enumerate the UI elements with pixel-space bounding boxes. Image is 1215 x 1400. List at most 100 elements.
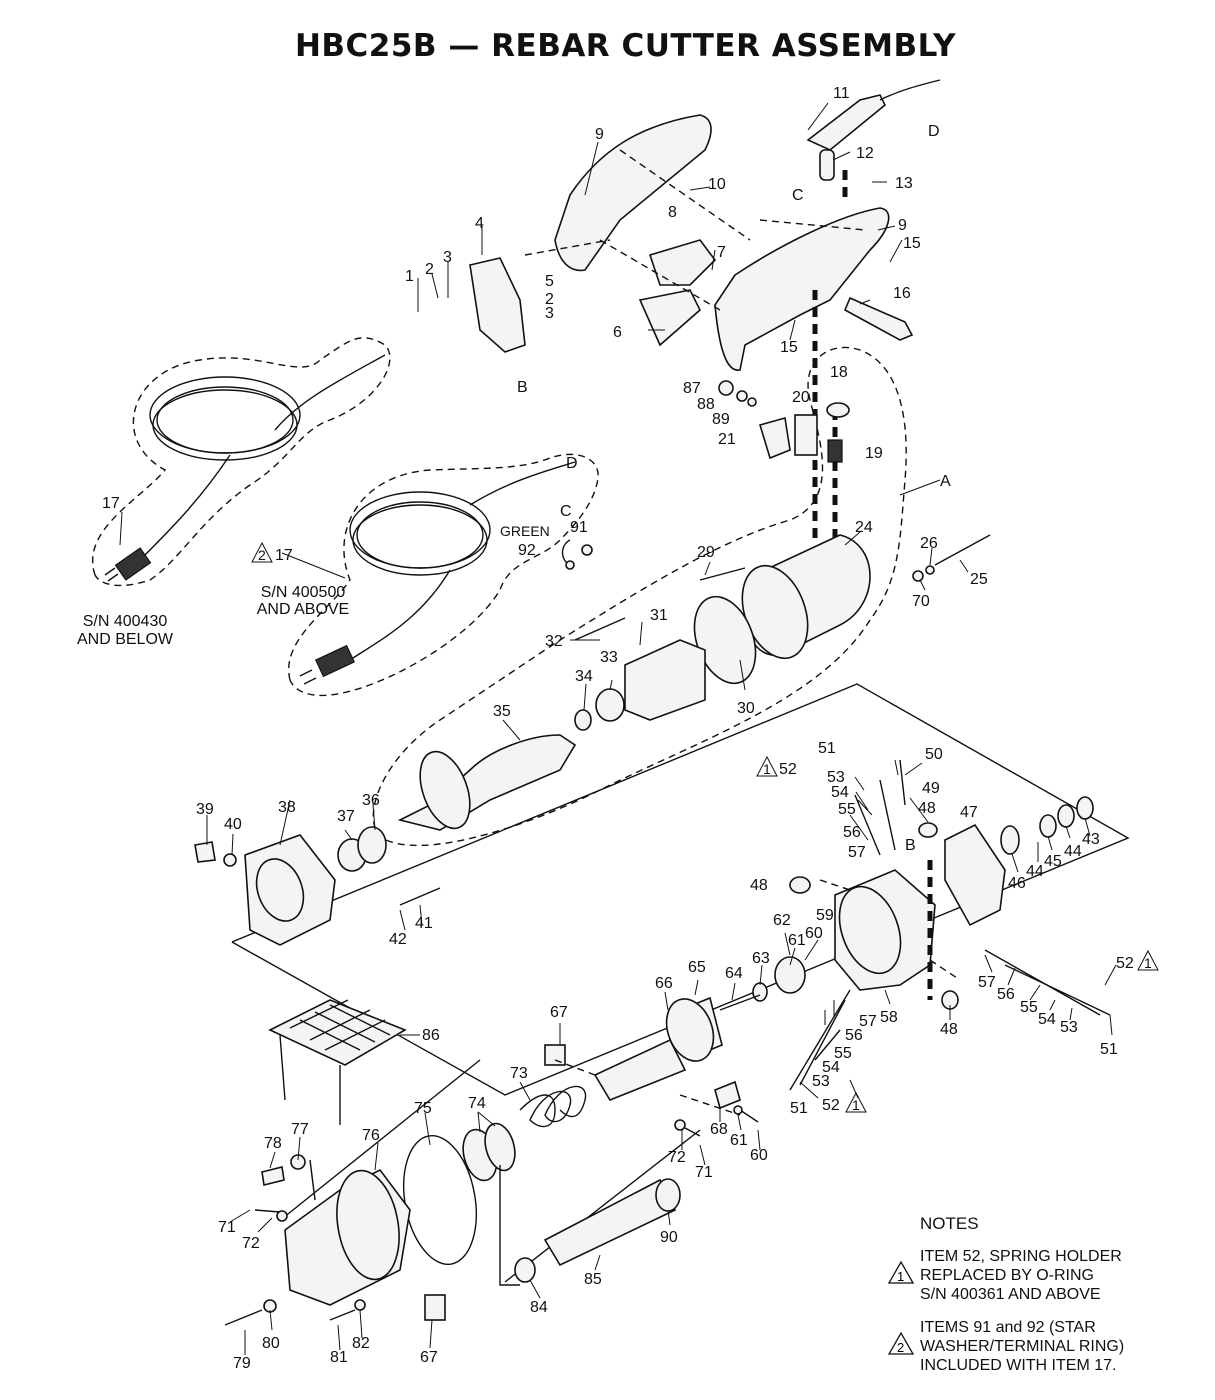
label-51c: 51	[790, 1100, 808, 1117]
label-55a: 55	[838, 801, 856, 818]
label-39: 39	[196, 801, 214, 818]
triangle-2-icon: 2	[887, 1331, 915, 1355]
cord-guard-11	[806, 94, 887, 151]
label-16: 16	[893, 285, 911, 302]
label-80: 80	[262, 1335, 280, 1352]
flange-62	[774, 956, 806, 994]
label-62: 62	[773, 912, 791, 929]
seal-84	[514, 1257, 536, 1283]
label-36: 36	[362, 792, 380, 809]
label-77: 77	[291, 1121, 309, 1138]
notes-panel: NOTES 1 ITEM 52, SPRING HOLDER REPLACED …	[886, 1214, 1186, 1389]
ref-B-gearcase: B	[905, 837, 916, 854]
label-25: 25	[970, 571, 988, 588]
screw-41	[399, 887, 441, 906]
stem-64	[719, 994, 761, 1011]
svg-text:1: 1	[897, 1269, 904, 1284]
label-71a: 71	[695, 1164, 713, 1181]
label-91: 91	[570, 519, 588, 536]
rod-85	[543, 1178, 677, 1267]
label-92: 92	[518, 542, 536, 559]
label-76: 76	[362, 1127, 380, 1144]
handle-half-right	[714, 207, 890, 371]
label-64: 64	[725, 965, 743, 982]
label-12: 12	[856, 145, 874, 162]
label-20: 20	[792, 389, 810, 406]
label-8: 8	[668, 204, 677, 221]
svg-text:1: 1	[763, 761, 771, 777]
label-48a: 48	[918, 800, 936, 817]
label-57b: 57	[978, 974, 996, 991]
revision-mark-1b: 1	[1137, 949, 1159, 971]
label-63: 63	[752, 950, 770, 967]
label-59: 59	[816, 907, 834, 924]
label-34: 34	[575, 668, 593, 685]
plug-48-a	[918, 822, 938, 838]
label-17b: 17	[275, 547, 293, 564]
label-50: 50	[925, 746, 943, 763]
label-67a: 67	[550, 1004, 568, 1021]
label-31: 31	[650, 607, 668, 624]
label-green-wire: GREEN	[500, 523, 550, 539]
label-33: 33	[600, 649, 618, 666]
label-54c: 54	[822, 1059, 840, 1076]
label-3a: 3	[443, 249, 452, 266]
label-11: 11	[833, 85, 850, 102]
label-44b: 44	[1026, 863, 1044, 880]
note-2: 2 ITEMS 91 and 92 (STAR WASHER/TERMINAL …	[886, 1318, 1186, 1375]
label-52c: 52	[822, 1097, 840, 1114]
label-46: 46	[1008, 875, 1026, 892]
svg-text:1: 1	[852, 1097, 860, 1113]
label-17a: 17	[102, 495, 120, 512]
label-74: 74	[468, 1095, 486, 1112]
ref-D-handle: D	[928, 123, 940, 140]
bearing-36	[357, 826, 387, 864]
cord-clamp	[819, 149, 835, 181]
label-24: 24	[855, 519, 873, 536]
callout-labels: 1 2 3 4 5 2 3 6 7 8 9 9 10 11 12 13 15 1…	[77, 85, 1159, 1372]
label-60b: 60	[750, 1147, 768, 1164]
gearbox-plane	[231, 683, 1130, 1096]
label-89: 89	[712, 411, 730, 428]
label-82: 82	[352, 1335, 370, 1352]
guard-86	[268, 999, 407, 1066]
note-2-line3: INCLUDED WITH ITEM 17.	[920, 1357, 1117, 1374]
label-79: 79	[233, 1355, 251, 1372]
label-40: 40	[224, 816, 242, 833]
cap-90	[655, 1178, 681, 1212]
bushing-63	[752, 982, 768, 1002]
label-68: 68	[710, 1121, 728, 1138]
label-75: 75	[414, 1100, 432, 1117]
label-44a: 44	[1064, 843, 1082, 860]
label-26: 26	[920, 535, 938, 552]
label-81: 81	[330, 1349, 348, 1366]
cord-old-outline	[92, 337, 391, 587]
serial-old-line2: AND BELOW	[77, 631, 174, 648]
washer-44	[1057, 804, 1075, 828]
note-1: 1 ITEM 52, SPRING HOLDER REPLACED BY O-R…	[886, 1247, 1186, 1304]
label-54a: 54	[831, 784, 849, 801]
label-43: 43	[1082, 831, 1100, 848]
label-4: 4	[475, 215, 484, 232]
label-1: 1	[405, 268, 414, 285]
label-67b: 67	[420, 1349, 438, 1366]
svg-text:2: 2	[258, 547, 266, 563]
label-51a: 51	[818, 740, 836, 757]
label-51b: 51	[1100, 1041, 1118, 1058]
label-42: 42	[389, 931, 407, 948]
label-84: 84	[530, 1299, 548, 1316]
label-66: 66	[655, 975, 673, 992]
blade-67-b	[424, 1294, 446, 1321]
svg-text:2: 2	[897, 1340, 904, 1355]
label-35: 35	[493, 703, 511, 720]
label-61b: 61	[730, 1132, 748, 1149]
brush-holder-20	[794, 414, 818, 456]
washer-40	[223, 853, 237, 867]
svg-text:1: 1	[1144, 955, 1152, 971]
serial-old-line1: S/N 400430	[83, 613, 168, 630]
brush-19	[827, 439, 843, 463]
label-10: 10	[708, 176, 726, 193]
label-54b: 54	[1038, 1011, 1056, 1028]
trigger	[638, 289, 701, 347]
